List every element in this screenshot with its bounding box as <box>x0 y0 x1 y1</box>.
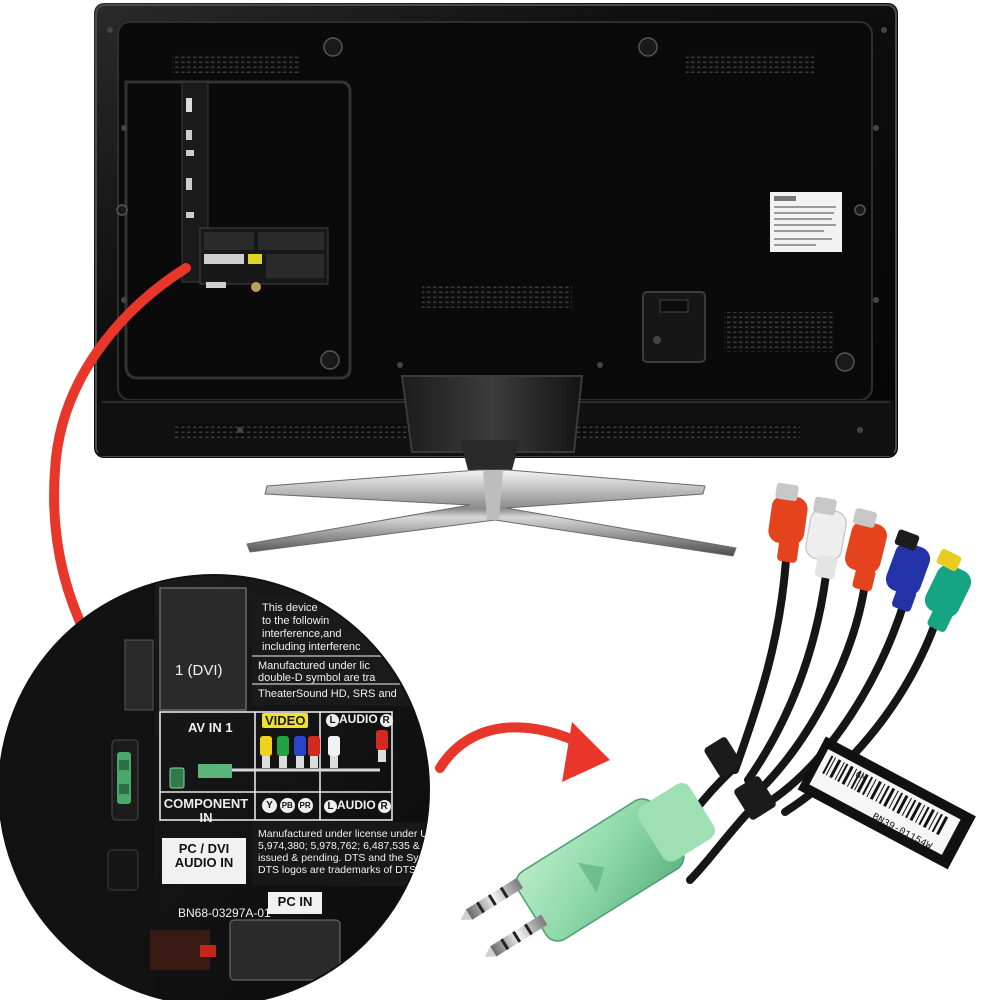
audio-jack-2 <box>484 914 548 957</box>
notice-line: DTS logos are trademarks of DTS <box>258 864 417 876</box>
component-in-label: COMPONENT IN <box>163 796 249 825</box>
notice-line: Manufactured under lic <box>258 660 370 672</box>
rating-sticker <box>770 192 842 252</box>
audio-bottom-r-badge: R <box>377 800 391 813</box>
dts-notice: Manufactured under license under U 5,974… <box>258 828 428 876</box>
notice-line: issued & pending. DTS and the Sy <box>258 852 419 864</box>
ypbpr-badges: Y PB PR <box>262 798 313 813</box>
rca-plug-red-2 <box>845 508 887 592</box>
rca-icons-row <box>260 730 388 768</box>
rca-plug-green <box>924 548 972 632</box>
notice-line: double-D symbol are tra <box>258 672 376 684</box>
barcode-tag <box>797 736 976 870</box>
y-badge: Y <box>262 798 277 813</box>
pc-dvi-audio-in-label: PC / DVI AUDIO IN <box>174 841 234 870</box>
av-in-label: AV IN 1 <box>188 720 233 735</box>
curved-arrow-to-zoom <box>49 263 191 655</box>
dolby-notice: Manufactured under lic double-D symbol a… <box>258 660 375 684</box>
pc-in-label: PC IN <box>277 894 313 909</box>
notice-line: to the followin <box>262 615 330 627</box>
notice-line: 5,974,380; 5,978,762; 6,487,535 & <box>258 840 420 852</box>
curved-arrow-to-cable <box>435 722 595 773</box>
notice-line: This device <box>262 602 318 614</box>
pb-badge: PB <box>279 798 295 813</box>
notice-line: Manufactured under license under U <box>258 828 428 840</box>
part-number: BN68-03297A-01 <box>178 906 271 920</box>
audio-bottom-l-badge: L <box>324 800 337 813</box>
rca-plug-white <box>805 496 847 579</box>
green-plug-housing <box>515 783 715 942</box>
notice-line: interference,and <box>262 628 342 640</box>
stand-neck <box>400 375 584 453</box>
audio-l-badge: L <box>326 714 339 727</box>
audio-r-badge: R <box>379 714 393 727</box>
audio-bottom-label: AUDIO <box>337 798 376 812</box>
rca-plug-red-1 <box>768 482 808 563</box>
notice-line: including interferenc <box>262 641 361 653</box>
audio-label: AUDIO <box>339 712 378 726</box>
theatersound-notice: TheaterSound HD, SRS and <box>258 688 397 700</box>
fcc-notice: This device to the followin interference… <box>262 602 360 654</box>
rca-plug-blue <box>885 529 931 612</box>
dvi-port-label: 1 (DVI) <box>175 662 223 679</box>
video-label: VIDEO <box>262 713 309 728</box>
audio-jack-1 <box>460 877 524 920</box>
pr-badge: PR <box>297 798 313 813</box>
